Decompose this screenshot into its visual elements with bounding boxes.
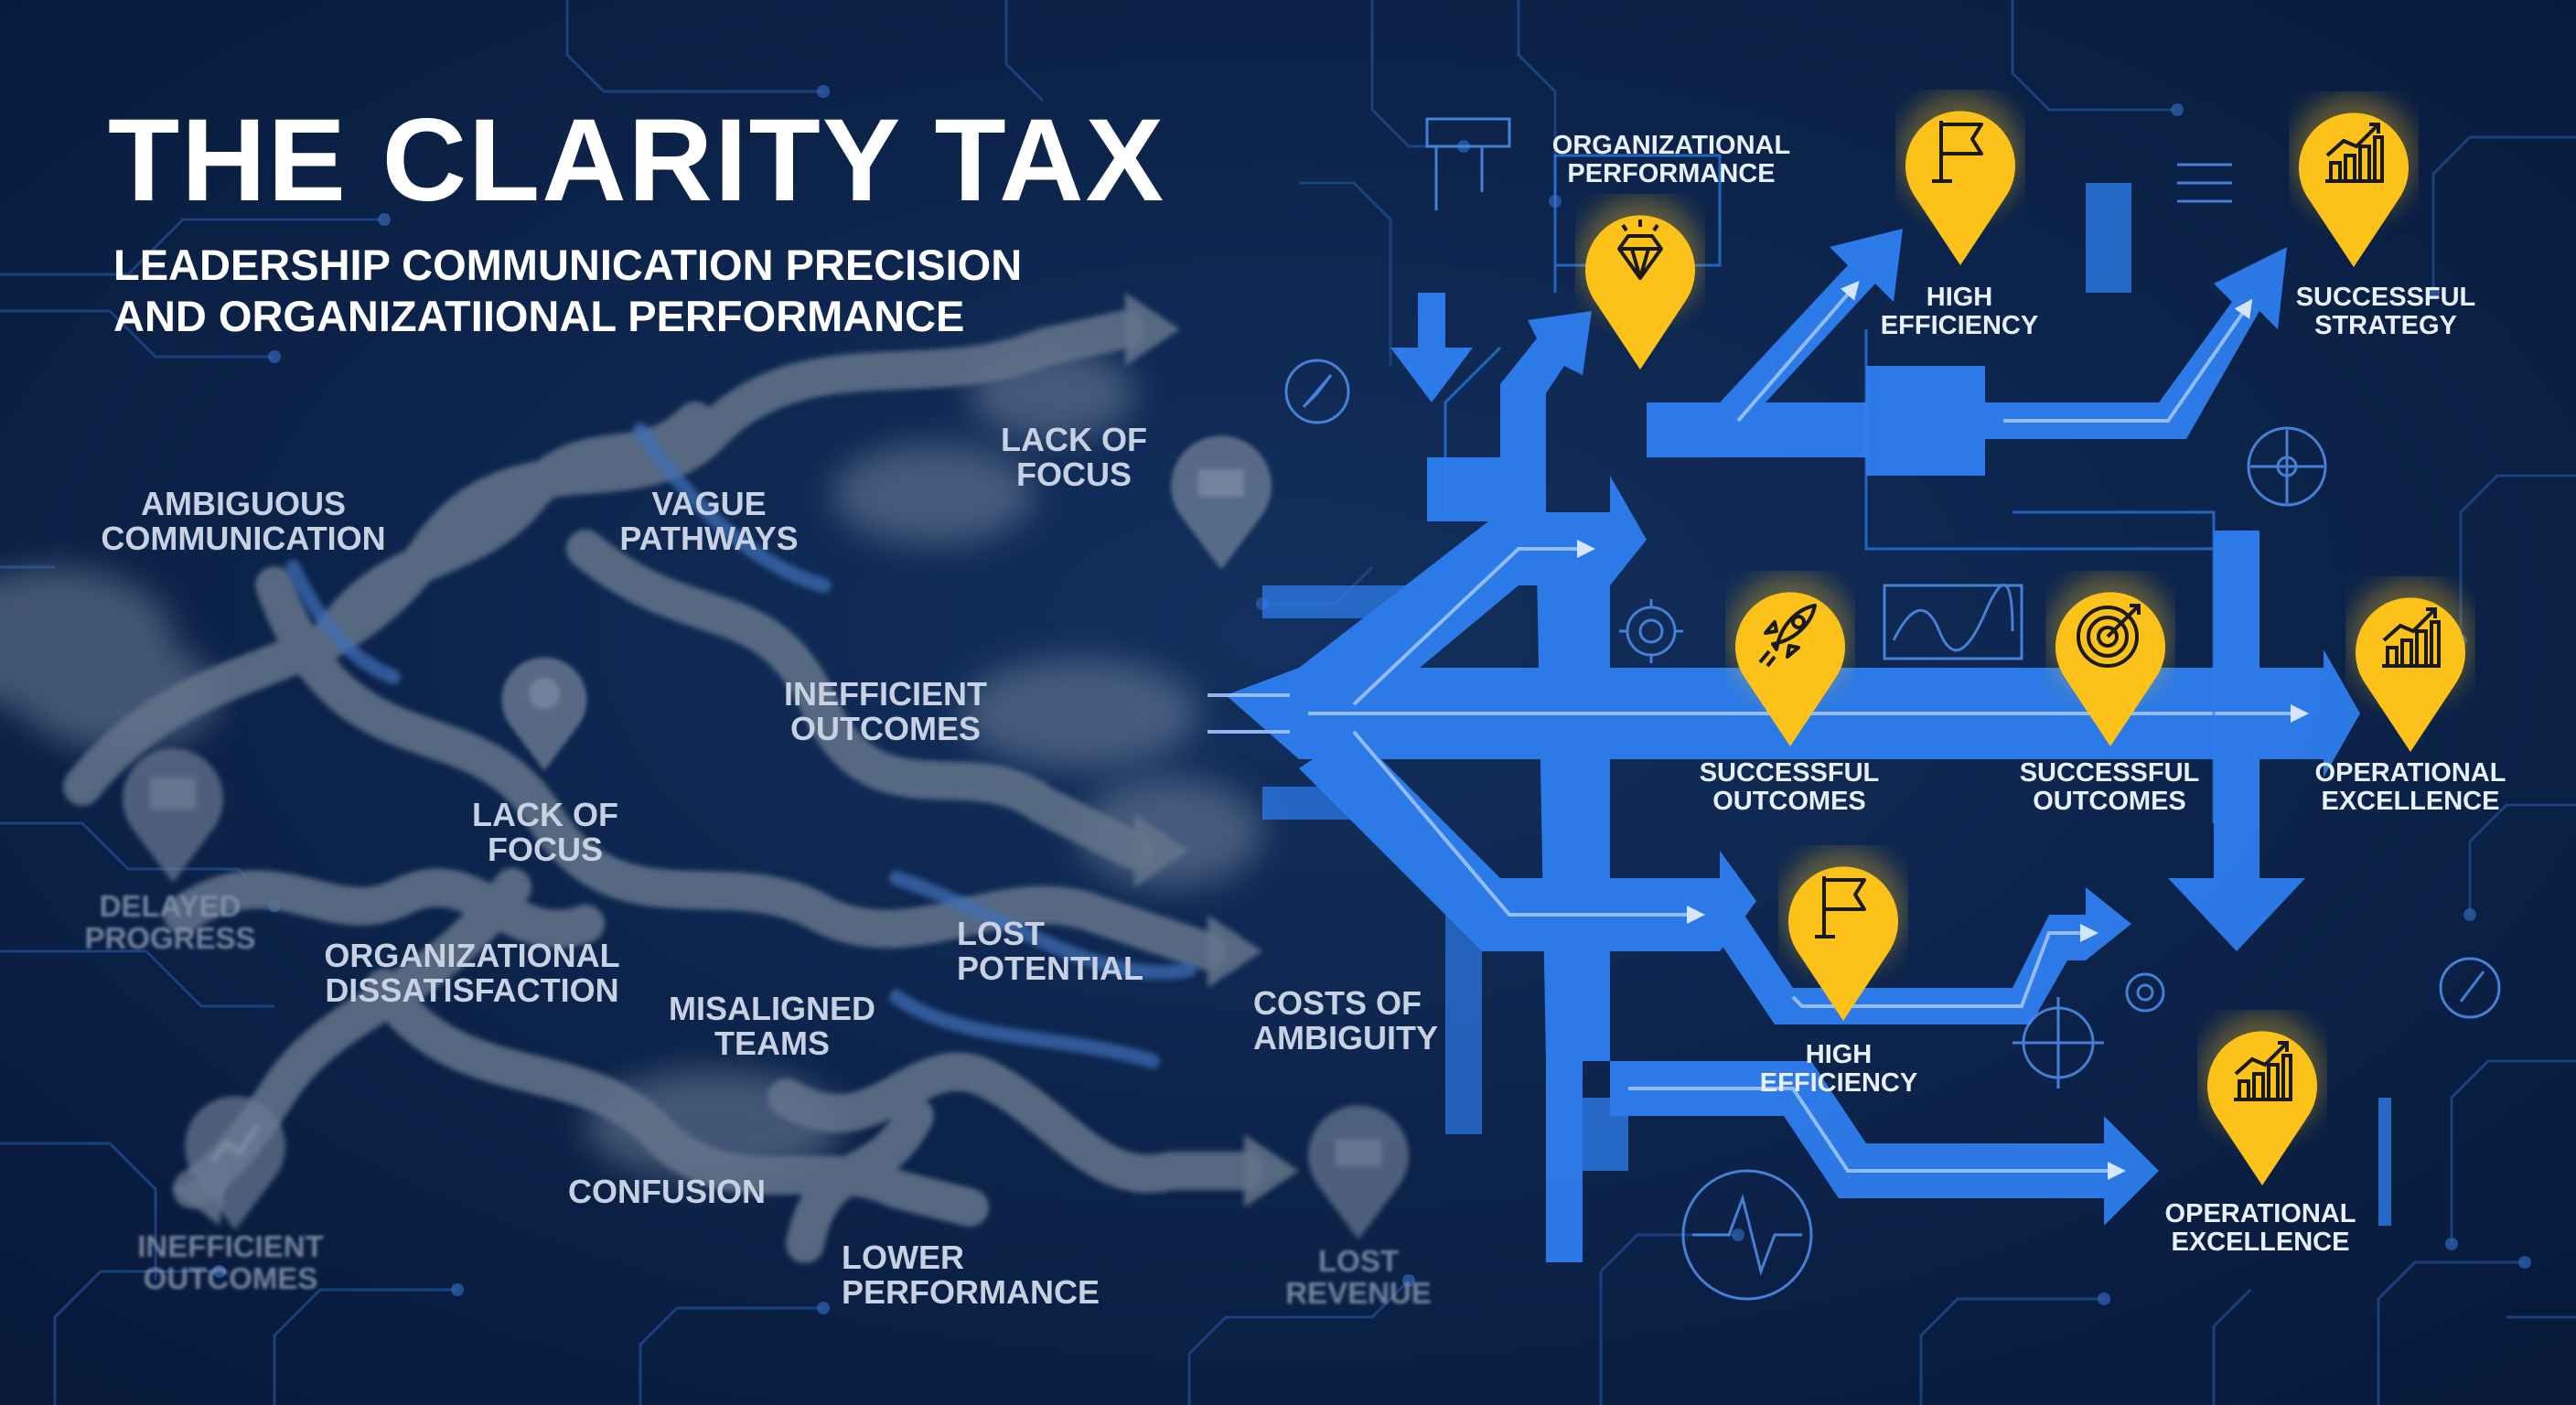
- page-title: THE CLARITY TAX: [108, 95, 1165, 226]
- diamond-icon: [1617, 220, 1663, 280]
- tech-icons: [1284, 117, 2501, 1301]
- caliper-icon: [1425, 117, 1511, 210]
- label-organizational-dissatisfaction: ORGANIZATIONAL DISSATISFACTION: [324, 937, 620, 1010]
- label-costs-of-ambiguity: COSTS OF AMBIGUITY: [1253, 984, 1438, 1057]
- label-lost-potential: LOST POTENTIAL: [957, 915, 1143, 988]
- menu-lines-icon: [2177, 163, 2232, 203]
- faded-pin-icon: [1171, 435, 1272, 570]
- label-misaligned-teams: MISALIGNED TEAMS: [668, 990, 875, 1063]
- pin-target: [2048, 574, 2173, 746]
- faded-pin-icon: [501, 657, 587, 771]
- pin-flag-top: [1898, 92, 2023, 265]
- label-organizational-performance: ORGANIZATIONAL PERFORMANCE: [1551, 131, 1791, 188]
- pin-rocket: [1728, 574, 1852, 746]
- compass-icon-left: [1284, 359, 1350, 424]
- flag-icon: [1815, 876, 1866, 938]
- compass-icon-right: [2247, 426, 2327, 507]
- label-operational-excellence-bottom: OPERATIONAL EXCELLENCE: [2164, 1199, 2356, 1257]
- label-successful-strategy: SUCCESSFUL STRATEGY: [2295, 283, 2476, 340]
- label-operational-excellence-mid: OPERATIONAL EXCELLENCE: [2314, 758, 2506, 816]
- faded-pin-icon: [123, 748, 223, 883]
- bar-chart-icon: [2234, 1041, 2292, 1101]
- label-inefficient-outcomes-faded: INEFFICIENT OUTCOMES: [137, 1229, 324, 1295]
- waveform-icon: [1883, 583, 2023, 660]
- label-high-efficiency-bottom: HIGH EFFICIENCY: [1759, 1040, 1918, 1098]
- pin-flag-bottom: [1781, 848, 1905, 1021]
- gear-icon-left: [1619, 599, 1683, 663]
- label-ambiguous-communication: AMBIGUOUS COMMUNICATION: [101, 485, 386, 558]
- pin-excellence-bottom: [2200, 1013, 2324, 1185]
- tangled-paths: [63, 310, 1263, 1263]
- page-subtitle: LEADERSHIP COMMUNICATION PRECISION AND O…: [113, 241, 1023, 341]
- faded-pin-icon: [185, 1096, 285, 1230]
- gear-icon-right: [2125, 972, 2165, 1013]
- label-lack-of-focus-mid: LACK OF FOCUS: [472, 796, 618, 869]
- label-high-efficiency-top: HIGH EFFICIENCY: [1880, 283, 2039, 340]
- label-vague-pathways: VAGUE PATHWAYS: [619, 485, 799, 558]
- label-confusion: CONFUSION: [568, 1173, 766, 1210]
- label-inefficient-outcomes: INEFFICIENT OUTCOMES: [784, 675, 987, 748]
- target-icon: [2077, 604, 2141, 668]
- label-successful-outcomes-2: SUCCESSFUL OUTCOMES: [2019, 758, 2200, 816]
- bar-chart-icon: [2382, 607, 2441, 668]
- pin-strategy: [2292, 94, 2416, 267]
- label-lost-revenue: LOST REVENUE: [1285, 1244, 1432, 1310]
- label-successful-outcomes-1: SUCCESSFUL OUTCOMES: [1699, 758, 1880, 816]
- crosshair-icon: [2012, 997, 2104, 1089]
- pin-diamond: [1578, 197, 1702, 370]
- heartbeat-icon: [1681, 1169, 1813, 1301]
- rocket-icon: [1758, 604, 1817, 668]
- label-lower-performance: LOWER PERFORMANCE: [842, 1239, 1100, 1312]
- label-lack-of-focus-top: LACK OF FOCUS: [1001, 421, 1147, 494]
- compass-icon-far-right: [2439, 957, 2501, 1019]
- faded-pin-icon: [1308, 1105, 1409, 1239]
- label-delayed-progress: DELAYED PROGRESS: [84, 889, 256, 955]
- flag-icon: [1932, 121, 1983, 183]
- bar-chart-icon: [2325, 123, 2384, 183]
- pin-excellence-mid: [2348, 579, 2473, 752]
